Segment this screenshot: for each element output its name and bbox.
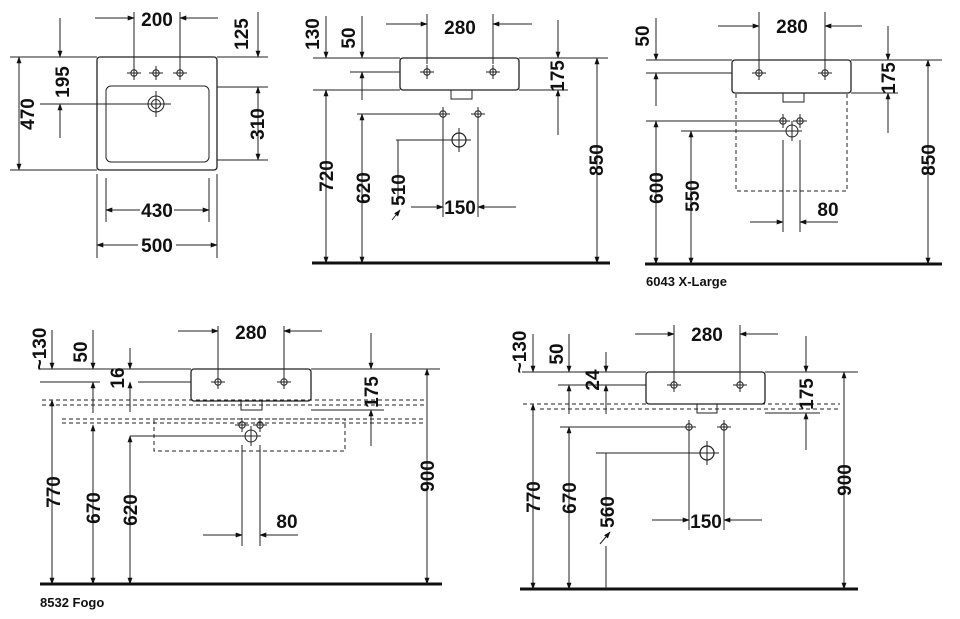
side-view-b: 280 50 600 550 80 175 850 6043 X-Large — [633, 12, 942, 289]
connection-icon — [775, 113, 791, 129]
side-view-d: 280 ~130 50 24 175 770 670 560 150 900 — [510, 325, 858, 591]
dim-16: 16 — [108, 367, 129, 388]
dim-900: 900 — [835, 464, 856, 496]
dim-280: 280 — [776, 17, 808, 38]
dim-50: 50 — [339, 27, 360, 48]
dim-670: 670 — [560, 482, 581, 514]
dim-620: 620 — [121, 494, 142, 526]
dim-175: 175 — [548, 60, 569, 92]
dim-80: 80 — [276, 512, 297, 533]
dim-500: 500 — [141, 236, 173, 257]
connection-icon — [716, 419, 732, 435]
drain-icon — [694, 440, 720, 466]
dim-175: 175 — [362, 376, 383, 408]
dim-470: 470 — [18, 98, 39, 130]
dim-80: 80 — [817, 200, 838, 221]
top-view: 200 125 470 195 310 430 500 — [10, 10, 269, 258]
basin-outline — [96, 56, 218, 171]
basin-front — [399, 57, 520, 91]
dim-175: 175 — [879, 62, 900, 94]
dim-125: 125 — [232, 18, 253, 50]
dim-770: 770 — [44, 476, 65, 508]
model-caption: 8532 Fogo — [40, 595, 104, 610]
basin-front — [190, 368, 312, 402]
dim-670: 670 — [84, 492, 105, 524]
drawer-outline — [153, 418, 346, 452]
dim-430: 430 — [141, 201, 173, 222]
dim-130: 130 — [303, 18, 324, 50]
dim-900: 900 — [418, 460, 439, 492]
dim-150: 150 — [444, 198, 476, 219]
dim-195: 195 — [53, 66, 74, 98]
dim-600: 600 — [647, 172, 668, 204]
dim-280: 280 — [444, 18, 476, 39]
dim-510: 510 — [389, 174, 410, 206]
dim-130: ~130 — [30, 328, 51, 371]
basin-front — [731, 59, 852, 94]
dim-280: 280 — [691, 325, 723, 346]
dim-130: ~130 — [510, 331, 531, 374]
dim-770: 770 — [524, 481, 545, 513]
dim-280: 280 — [235, 323, 267, 344]
basin-front — [645, 371, 766, 405]
dim-150: 150 — [690, 512, 722, 533]
side-view-a: 280 130 50 175 720 620 510 150 850 — [303, 14, 610, 265]
connection-icon — [252, 417, 268, 433]
connection-icon — [681, 419, 697, 435]
dim-620: 620 — [354, 172, 375, 204]
connection-icon — [234, 417, 250, 433]
pedestal-outline — [735, 92, 848, 192]
dim-24: 24 — [583, 369, 604, 391]
dim-50: 50 — [71, 341, 92, 362]
dim-200: 200 — [141, 10, 173, 31]
dim-50: 50 — [633, 25, 654, 46]
dim-850: 850 — [587, 144, 608, 176]
dim-560: 560 — [598, 496, 619, 528]
basin-bowl — [105, 85, 210, 163]
dim-310: 310 — [248, 108, 269, 140]
dim-850: 850 — [919, 144, 940, 176]
side-view-c: 280 ~130 50 16 175 770 670 620 80 900 85… — [30, 323, 442, 610]
dim-50: 50 — [547, 343, 568, 364]
dim-175: 175 — [797, 378, 818, 410]
connection-icon — [470, 106, 486, 122]
dim-550: 550 — [683, 180, 704, 212]
dim-720: 720 — [317, 160, 338, 192]
model-caption: 6043 X-Large — [646, 274, 727, 289]
